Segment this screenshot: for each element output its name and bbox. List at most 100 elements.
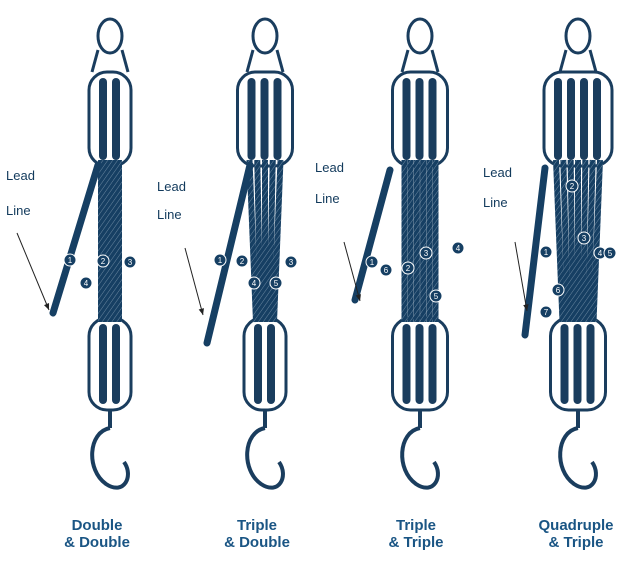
top-sheave xyxy=(567,78,575,160)
top-sheave xyxy=(274,78,282,160)
rope-part xyxy=(257,160,260,322)
number-label: 3 xyxy=(289,258,294,267)
bottom-block xyxy=(244,318,286,410)
number-label: 1 xyxy=(68,256,73,265)
arrow-icon xyxy=(17,233,49,310)
caption-line1: Quadruple xyxy=(516,517,623,534)
bottom-sheave xyxy=(416,324,424,404)
rope-part-number: 2 xyxy=(402,262,414,274)
bottom-sheave xyxy=(112,324,120,404)
number-label: 2 xyxy=(406,264,411,273)
rope-part-number: 2 xyxy=(566,180,578,192)
caption-line1: Triple xyxy=(356,517,476,534)
number-label: 4 xyxy=(84,279,89,288)
top-sheave xyxy=(112,78,120,160)
hook-icon xyxy=(247,428,283,488)
rope-part-number: 4 xyxy=(80,277,92,289)
caption-triple-triple: Triple & Triple xyxy=(356,517,476,551)
arrow-icon xyxy=(185,248,203,315)
number-label: 5 xyxy=(608,249,613,258)
top-sheave xyxy=(554,78,562,160)
rope-part-number: 5 xyxy=(430,290,442,302)
lead-line-rope xyxy=(355,170,390,300)
caption-line2: & Double xyxy=(197,534,317,551)
bottom-sheave xyxy=(267,324,275,404)
number-label: 6 xyxy=(556,286,561,295)
shackle-icon xyxy=(566,19,590,53)
number-label: 1 xyxy=(218,256,223,265)
number-label: 5 xyxy=(434,292,439,301)
arrow-icon xyxy=(515,242,527,311)
lead-line-rope xyxy=(207,165,250,343)
bottom-sheave xyxy=(561,324,569,404)
arrow-icon xyxy=(344,242,360,301)
top-sheave xyxy=(99,78,107,160)
number-label: 2 xyxy=(240,257,245,266)
number-label: 4 xyxy=(252,279,257,288)
number-label: 3 xyxy=(128,258,133,267)
shackle-icon xyxy=(253,19,277,53)
lead-label-4: Lead xyxy=(483,165,512,180)
number-label: 4 xyxy=(598,249,603,258)
number-label: 2 xyxy=(101,257,106,266)
lead-label-1: Lead xyxy=(6,168,35,183)
rope-part-number: 2 xyxy=(236,255,248,267)
rope-part-number: 4 xyxy=(248,277,260,289)
caption-double-double: Double & Double xyxy=(37,517,157,551)
line-label-3: Line xyxy=(315,191,340,206)
caption-line2: & Triple xyxy=(356,534,476,551)
bottom-block xyxy=(89,318,131,410)
rope-part-number: 5 xyxy=(270,277,282,289)
caption-line1: Triple xyxy=(197,517,317,534)
shackle-icon xyxy=(98,19,122,53)
rope-part-number: 1 xyxy=(214,254,226,266)
line-label-1: Line xyxy=(6,203,31,218)
rope-part-number: 3 xyxy=(124,256,136,268)
top-sheave xyxy=(416,78,424,160)
hook-icon xyxy=(402,428,438,488)
bottom-sheave xyxy=(587,324,595,404)
bottom-sheave xyxy=(574,324,582,404)
hoist-4: 1 2 345 6 7 xyxy=(515,19,616,488)
shackle-icon xyxy=(408,19,432,53)
rope-part-number: 3 xyxy=(285,256,297,268)
rope-part-number: 7 xyxy=(540,306,552,318)
number-label: 1 xyxy=(544,248,549,257)
hook-icon xyxy=(560,428,596,488)
top-sheave xyxy=(403,78,411,160)
caption-triple-double: Triple & Double xyxy=(197,517,317,551)
number-label: 4 xyxy=(456,244,461,253)
hoist-2: 1 2 3 4 5 xyxy=(185,19,297,488)
number-label: 3 xyxy=(424,249,429,258)
caption-quadruple-triple: Quadruple & Triple xyxy=(516,517,623,551)
top-sheave xyxy=(429,78,437,160)
top-block xyxy=(89,72,131,166)
rope-part-number: 2 xyxy=(97,255,109,267)
rope-part-number: 4 xyxy=(452,242,464,254)
arrowhead-icon xyxy=(44,303,49,310)
rope-part-number: 6 xyxy=(552,284,564,296)
lead-line-rope xyxy=(53,165,98,313)
hook-icon xyxy=(92,428,128,488)
hoist-1: 1 2 3 4 xyxy=(17,19,136,488)
rope-part-number: 3 xyxy=(578,232,590,244)
lead-label-2: Lead xyxy=(157,179,186,194)
bottom-sheave xyxy=(254,324,262,404)
lead-label-3: Lead xyxy=(315,160,344,175)
number-label: 6 xyxy=(384,266,389,275)
line-label-4: Line xyxy=(483,195,508,210)
top-sheave xyxy=(248,78,256,160)
top-sheave xyxy=(261,78,269,160)
rope-part-number: 5 xyxy=(604,247,616,259)
bottom-sheave xyxy=(429,324,437,404)
caption-line2: & Double xyxy=(37,534,157,551)
bottom-sheave xyxy=(403,324,411,404)
caption-line1: Double xyxy=(37,517,157,534)
bottom-sheave xyxy=(99,324,107,404)
top-sheave xyxy=(593,78,601,160)
number-label: 7 xyxy=(544,308,549,317)
rope-part-number: 1 xyxy=(540,246,552,258)
rope-part-number: 6 xyxy=(380,264,392,276)
